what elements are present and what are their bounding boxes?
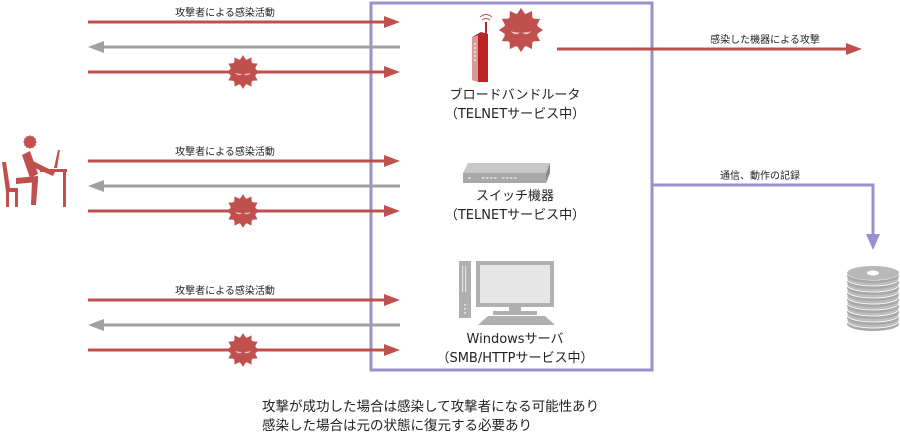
virus-icon: [498, 7, 544, 53]
attacker-at-laptop-icon: [2, 134, 67, 207]
response-arrow: [88, 319, 400, 331]
infected-virus-icon: [498, 7, 544, 53]
disk-storage-icon: [846, 265, 900, 331]
windows-server-icon: [459, 261, 555, 325]
malware-arrow: [88, 194, 400, 228]
device-name: ブロードバンドルータ: [449, 88, 581, 103]
device-switch-label: スイッチ機器 （TELNETサービス中）: [420, 187, 610, 225]
virus-icon: [226, 333, 260, 367]
attack-label-2: 攻撃者による感染活動: [175, 147, 275, 158]
note-line-2: 感染した場合は元の状態に復元する必要あり: [262, 418, 532, 434]
attack-arrow-group: [88, 155, 400, 228]
device-service: （TELNETサービス中）: [444, 107, 586, 122]
attack-label-1: 攻撃者による感染活動: [175, 8, 275, 19]
virus-icon: [22, 134, 38, 150]
device-server-label: Windowsサーバ （SMB/HTTPサービス中）: [400, 330, 630, 368]
attack-arrow-group: [88, 294, 400, 367]
attack-arrow: [88, 294, 400, 306]
attack-arrow-group: [88, 16, 400, 89]
note-line-1: 攻撃が成功した場合は感染して攻撃者になる可能性あり: [262, 399, 600, 415]
malware-arrow: [88, 55, 400, 89]
virus-icon: [226, 194, 260, 228]
device-service: （TELNETサービス中）: [444, 208, 586, 223]
device-service: （SMB/HTTPサービス中）: [436, 351, 594, 366]
broadband-router-icon: [472, 14, 493, 82]
device-router-label: ブロードバンドルータ （TELNETサービス中）: [420, 86, 610, 124]
logging-arrow: [652, 183, 880, 250]
logging-label: 通信、動作の記録: [720, 171, 800, 182]
attack-arrow: [88, 16, 400, 28]
response-arrow: [88, 41, 400, 53]
response-arrow: [88, 180, 400, 192]
virus-icon: [226, 55, 260, 89]
outgoing-attack-label: 感染した機器による攻撃: [710, 35, 820, 46]
malware-arrow: [88, 333, 400, 367]
network-switch-icon: [463, 163, 550, 183]
device-name: スイッチ機器: [475, 189, 554, 204]
device-name: Windowsサーバ: [466, 332, 564, 347]
attack-arrow: [88, 155, 400, 167]
attack-label-3: 攻撃者による感染活動: [175, 286, 275, 297]
outgoing-attack-arrow: [557, 43, 862, 55]
